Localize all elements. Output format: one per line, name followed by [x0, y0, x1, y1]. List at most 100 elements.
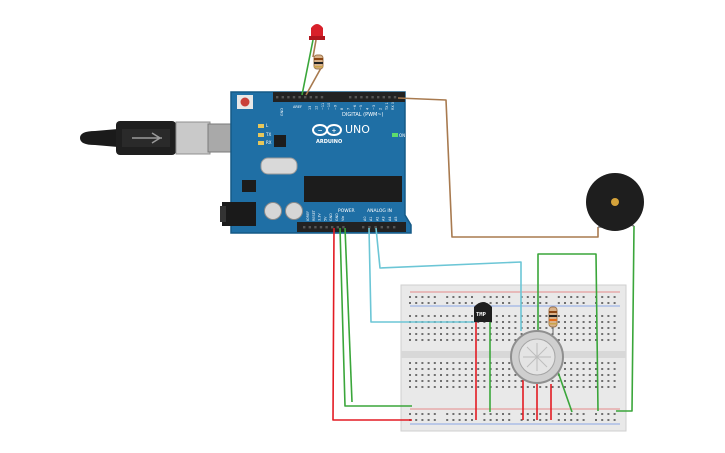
rail-hole[interactable] — [446, 419, 449, 421]
breadboard-hole[interactable] — [564, 368, 566, 370]
breadboard-hole[interactable] — [601, 374, 604, 376]
header-pin[interactable] — [325, 226, 328, 229]
breadboard-hole[interactable] — [427, 339, 430, 341]
rail-hole[interactable] — [601, 296, 604, 298]
breadboard-hole[interactable] — [415, 333, 418, 335]
breadboard-hole[interactable] — [446, 327, 449, 329]
breadboard-hole[interactable] — [545, 386, 548, 388]
breadboard-hole[interactable] — [607, 327, 610, 329]
rail-hole[interactable] — [502, 413, 504, 415]
breadboard-hole[interactable] — [409, 368, 411, 370]
breadboard-hole[interactable] — [601, 333, 604, 335]
breadboard-hole[interactable] — [607, 321, 610, 323]
rail-hole[interactable] — [483, 419, 486, 421]
breadboard-hole[interactable] — [545, 315, 548, 317]
breadboard-hole[interactable] — [464, 327, 467, 329]
breadboard-hole[interactable] — [452, 368, 455, 370]
rail-hole[interactable] — [458, 296, 461, 298]
breadboard-hole[interactable] — [570, 321, 573, 323]
rail-hole[interactable] — [458, 413, 461, 415]
breadboard-hole[interactable] — [483, 368, 486, 370]
breadboard-hole[interactable] — [588, 327, 591, 329]
rail-hole[interactable] — [489, 302, 492, 304]
breadboard-hole[interactable] — [526, 321, 529, 323]
piezo-buzzer[interactable] — [586, 173, 644, 231]
rail-hole[interactable] — [582, 419, 585, 421]
rail-hole[interactable] — [421, 413, 424, 415]
breadboard-hole[interactable] — [464, 315, 467, 317]
breadboard-hole[interactable] — [514, 374, 517, 376]
breadboard-hole[interactable] — [427, 362, 430, 364]
breadboard-hole[interactable] — [446, 315, 449, 317]
breadboard-hole[interactable] — [570, 374, 573, 376]
rail-hole[interactable] — [464, 413, 467, 415]
rail-hole[interactable] — [495, 296, 498, 298]
rail-hole[interactable] — [533, 413, 535, 415]
breadboard-hole[interactable] — [588, 380, 591, 382]
breadboard-hole[interactable] — [409, 386, 411, 388]
header-pin[interactable] — [365, 96, 369, 99]
rail-hole[interactable] — [495, 413, 498, 415]
breadboard-hole[interactable] — [533, 386, 535, 388]
breadboard-hole[interactable] — [595, 380, 597, 382]
header-pin[interactable] — [354, 96, 357, 99]
rail-hole[interactable] — [421, 302, 424, 304]
breadboard-hole[interactable] — [607, 380, 610, 382]
header-pin[interactable] — [368, 226, 371, 229]
rail-hole[interactable] — [526, 302, 529, 304]
breadboard-hole[interactable] — [495, 333, 498, 335]
rail-hole[interactable] — [545, 296, 548, 298]
rail-hole[interactable] — [452, 302, 455, 304]
breadboard-hole[interactable] — [483, 374, 486, 376]
breadboard-hole[interactable] — [427, 327, 430, 329]
breadboard-hole[interactable] — [446, 362, 449, 364]
breadboard-hole[interactable] — [613, 374, 616, 376]
breadboard-hole[interactable] — [502, 333, 504, 335]
breadboard-hole[interactable] — [607, 368, 610, 370]
breadboard-hole[interactable] — [495, 368, 498, 370]
breadboard-hole[interactable] — [601, 339, 604, 341]
rail-hole[interactable] — [489, 413, 492, 415]
rail-hole[interactable] — [564, 302, 566, 304]
breadboard-hole[interactable] — [588, 339, 591, 341]
breadboard-hole[interactable] — [564, 374, 566, 376]
breadboard-hole[interactable] — [576, 327, 579, 329]
breadboard-hole[interactable] — [471, 327, 473, 329]
breadboard-hole[interactable] — [483, 386, 486, 388]
rail-hole[interactable] — [557, 302, 560, 304]
breadboard-hole[interactable] — [514, 321, 517, 323]
breadboard-hole[interactable] — [464, 362, 467, 364]
rail-hole[interactable] — [539, 419, 542, 421]
rail-hole[interactable] — [576, 413, 579, 415]
rail-hole[interactable] — [601, 419, 604, 421]
breadboard-hole[interactable] — [440, 327, 442, 329]
breadboard-hole[interactable] — [433, 374, 436, 376]
breadboard-hole[interactable] — [502, 386, 504, 388]
breadboard-hole[interactable] — [427, 386, 430, 388]
breadboard-hole[interactable] — [570, 380, 573, 382]
led-resistor[interactable] — [313, 54, 324, 70]
breadboard-hole[interactable] — [464, 333, 467, 335]
breadboard-hole[interactable] — [458, 386, 461, 388]
header-pin[interactable] — [393, 226, 396, 229]
breadboard-hole[interactable] — [576, 386, 579, 388]
rail-hole[interactable] — [415, 302, 418, 304]
breadboard-hole[interactable] — [483, 327, 486, 329]
breadboard-hole[interactable] — [539, 386, 542, 388]
breadboard-hole[interactable] — [483, 333, 486, 335]
breadboard-hole[interactable] — [452, 386, 455, 388]
breadboard-hole[interactable] — [613, 368, 616, 370]
reset-button-cap[interactable] — [240, 97, 250, 107]
rail-hole[interactable] — [613, 419, 616, 421]
breadboard-hole[interactable] — [588, 386, 591, 388]
breadboard-hole[interactable] — [595, 386, 597, 388]
breadboard-hole[interactable] — [433, 380, 436, 382]
header-pin[interactable] — [360, 96, 363, 99]
breadboard-hole[interactable] — [613, 362, 616, 364]
breadboard-hole[interactable] — [564, 339, 566, 341]
breadboard-hole[interactable] — [595, 374, 597, 376]
breadboard-hole[interactable] — [582, 380, 585, 382]
rail-hole[interactable] — [502, 296, 504, 298]
header-pin[interactable] — [349, 96, 352, 99]
breadboard-hole[interactable] — [588, 362, 591, 364]
